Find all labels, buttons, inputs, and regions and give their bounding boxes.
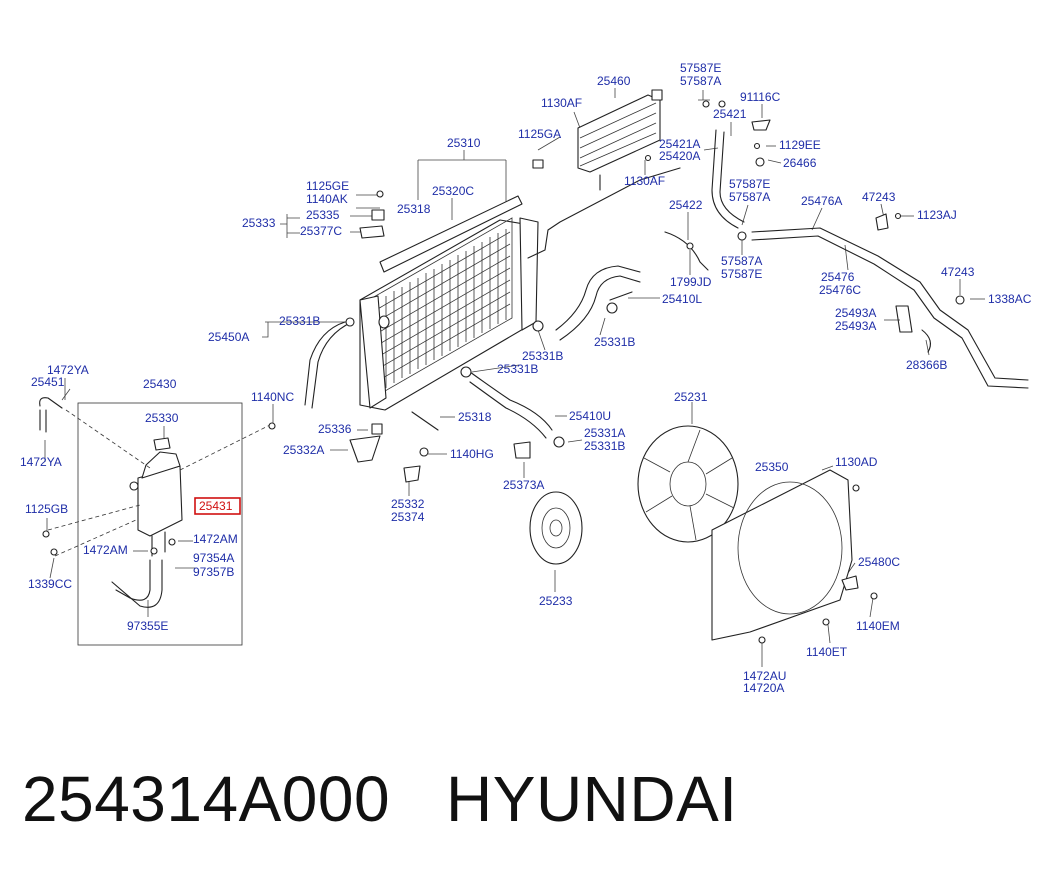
part-label[interactable]: 25373A [503, 478, 544, 492]
part-label[interactable]: 25331A [584, 426, 625, 440]
part-label[interactable]: 25476C [819, 283, 861, 297]
part-label[interactable]: 25421A [659, 137, 700, 151]
part-label[interactable]: 25231 [674, 390, 708, 404]
part-label[interactable]: 25451 [31, 375, 65, 389]
part-label[interactable]: 25480C [858, 555, 900, 569]
part-label[interactable]: 1125GE [306, 179, 349, 193]
part-label[interactable]: 25331B [522, 349, 563, 363]
part-label[interactable]: 1140HG [450, 447, 494, 461]
part-label[interactable]: 25374 [391, 510, 425, 524]
part-label[interactable]: 25410L [662, 292, 702, 306]
part-label[interactable]: 57587E [721, 267, 762, 281]
radiator [359, 167, 681, 411]
parts-diagram: 2546057587E57587A91116C1130AF254211125GA… [20, 61, 1032, 695]
part-label[interactable]: 57587A [680, 74, 721, 88]
footer-caption: 254314A000 HYUNDAI [22, 762, 738, 836]
part-label[interactable]: 57587A [729, 190, 770, 204]
part-label[interactable]: 25350 [755, 460, 789, 474]
part-label[interactable]: 25318 [458, 410, 492, 424]
part-label[interactable]: 25331B [594, 335, 635, 349]
part-label[interactable]: 1130AF [624, 174, 665, 188]
part-label[interactable]: 25476A [801, 194, 842, 208]
part-label[interactable]: 25450A [208, 330, 249, 344]
part-label[interactable]: 25422 [669, 198, 703, 212]
part-label[interactable]: 91116C [740, 90, 781, 104]
part-label[interactable]: 1123AJ [917, 208, 957, 222]
selected-part-label[interactable]: 25431 [199, 499, 233, 513]
part-label[interactable]: 25421 [713, 107, 747, 121]
part-label[interactable]: 25318 [397, 202, 431, 216]
reservoir [39, 397, 273, 646]
part-label[interactable]: 1130AD [835, 455, 878, 469]
part-label[interactable]: 25335 [306, 208, 340, 222]
part-label[interactable]: 1472AM [193, 532, 238, 546]
part-label[interactable]: 25430 [143, 377, 177, 391]
cooler-lines [751, 227, 1029, 389]
selected-part-box [194, 497, 241, 515]
part-label[interactable]: 57587A [721, 254, 762, 268]
part-label[interactable]: 1799JD [670, 275, 712, 289]
fan [637, 425, 739, 543]
part-label[interactable]: 57587E [680, 61, 721, 75]
part-label[interactable]: 1472YA [47, 363, 89, 377]
part-label[interactable]: 25460 [597, 74, 631, 88]
part-label[interactable]: 25493A [835, 319, 876, 333]
part-label[interactable]: 1125GB [25, 502, 68, 516]
part-label[interactable]: 14720A [743, 681, 784, 695]
fan-shroud [711, 469, 853, 641]
part-label[interactable]: 1125GA [518, 127, 561, 141]
oil-cooler [577, 89, 663, 191]
part-label[interactable]: 1339CC [28, 577, 72, 591]
part-label[interactable]: 25320C [432, 184, 474, 198]
part-label[interactable]: 25233 [539, 594, 573, 608]
part-label[interactable]: 28366B [906, 358, 947, 372]
part-label[interactable]: 25493A [835, 306, 876, 320]
part-label[interactable]: 25310 [447, 136, 481, 150]
part-label[interactable]: 25420A [659, 149, 700, 163]
part-label[interactable]: 25410U [569, 409, 611, 423]
part-label[interactable]: 25331B [584, 439, 625, 453]
part-label[interactable]: 1472AU [743, 669, 786, 683]
part-label[interactable]: 25336 [318, 422, 352, 436]
part-label[interactable]: 57587E [729, 177, 770, 191]
small-fittings [42, 100, 965, 644]
part-label[interactable]: 97354A [193, 551, 234, 565]
part-label[interactable]: 97357B [193, 565, 234, 579]
part-label[interactable]: 1140EM [856, 619, 900, 633]
part-label[interactable]: 1140ET [806, 645, 848, 659]
part-number-labels: 2546057587E57587A91116C1130AF254211125GA… [20, 61, 1032, 695]
part-label[interactable]: 97355E [127, 619, 168, 633]
part-label[interactable]: 1472AM [83, 543, 128, 557]
part-label[interactable]: 1130AF [541, 96, 582, 110]
leader-lines [44, 88, 985, 667]
part-label[interactable]: 26466 [783, 156, 817, 170]
fan-clutch [529, 491, 583, 565]
part-number-caption: 254314A000 [22, 763, 391, 835]
part-label[interactable]: 25333 [242, 216, 276, 230]
part-label[interactable]: 25377C [300, 224, 342, 238]
part-label[interactable]: 47243 [862, 190, 896, 204]
part-label[interactable]: 1338AC [988, 292, 1032, 306]
part-label[interactable]: 47243 [941, 265, 975, 279]
part-label[interactable]: 1129EE [779, 138, 821, 152]
part-label[interactable]: 1140NC [251, 390, 294, 404]
brand-caption: HYUNDAI [446, 763, 738, 835]
part-label[interactable]: 25476 [821, 270, 855, 284]
part-label[interactable]: 25332A [283, 443, 324, 457]
part-label[interactable]: 25331B [279, 314, 320, 328]
part-label[interactable]: 25331B [497, 362, 538, 376]
part-label[interactable]: 25330 [145, 411, 179, 425]
part-label[interactable]: 1472YA [20, 455, 62, 469]
part-label[interactable]: 25332 [391, 497, 425, 511]
part-label[interactable]: 1140AK [306, 192, 348, 206]
